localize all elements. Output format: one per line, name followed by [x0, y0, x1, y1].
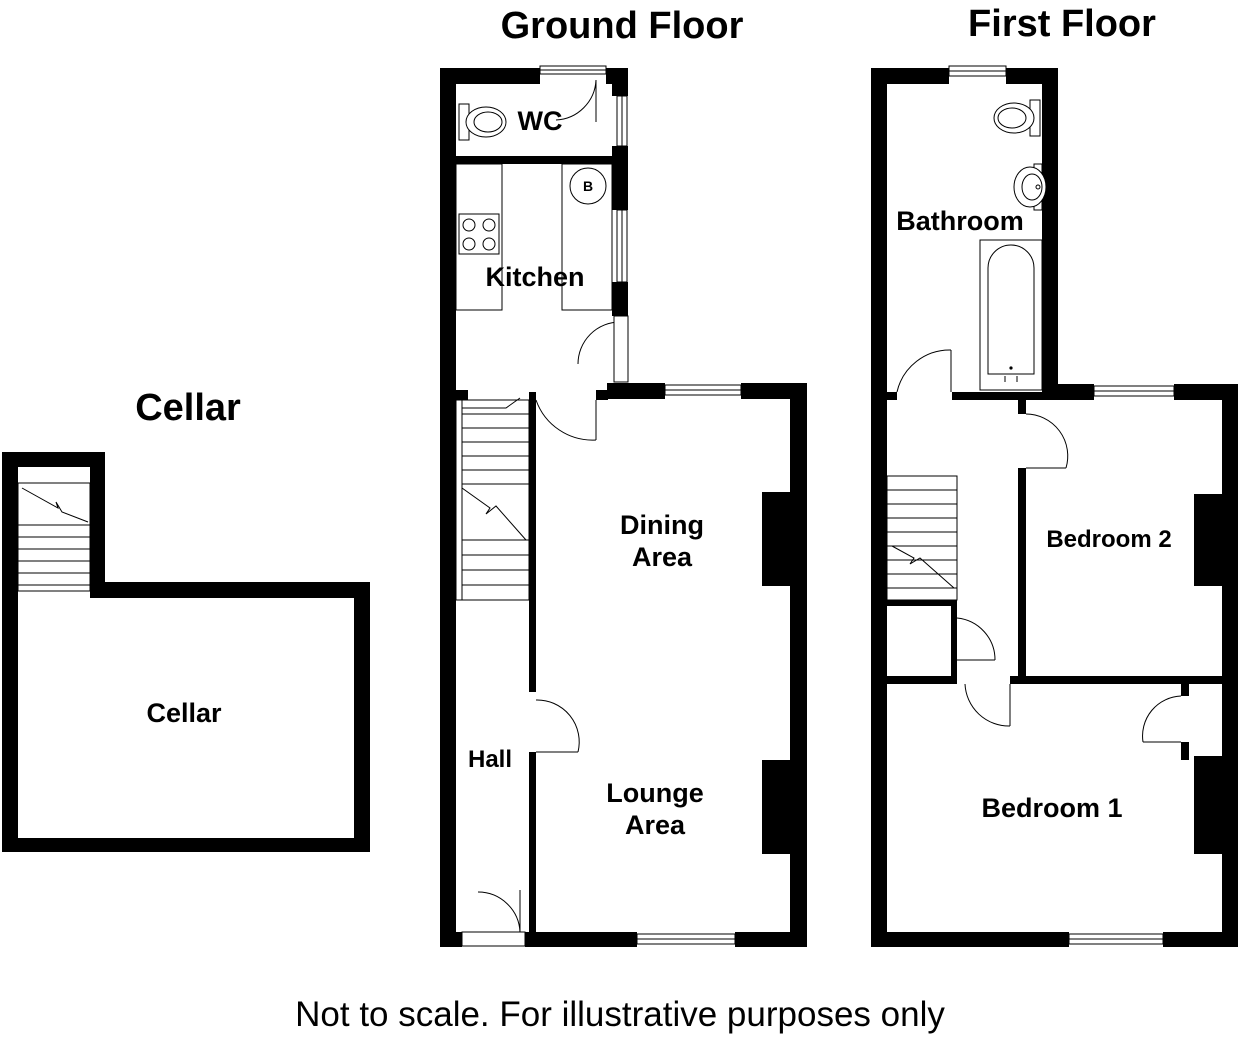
chimney-breast-lounge: [762, 760, 792, 854]
kitchen-label: Kitchen: [485, 262, 584, 292]
cellar-plan: Cellar: [2, 452, 370, 852]
gf-wall-east: [790, 383, 807, 947]
bath-icon: [979, 239, 1043, 391]
dining-label-line1: Dining: [620, 510, 704, 540]
bedroom1-label: Bedroom 1: [981, 793, 1122, 823]
kitchen-worktop-left: [455, 163, 503, 311]
hob-icon: [458, 213, 500, 255]
bedroom2-label: Bedroom 2: [1046, 526, 1171, 553]
lounge-label-line1: Lounge: [606, 778, 703, 808]
hall-label: Hall: [468, 746, 512, 773]
bathroom-toilet-icon: [993, 99, 1041, 137]
kitchen-worktop-right: [561, 163, 613, 311]
gf-wall-west: [440, 68, 456, 947]
dining-label-line2: Area: [632, 542, 693, 572]
ground-floor-title: Ground Floor: [501, 5, 744, 47]
basin-icon: [1013, 163, 1047, 211]
cellar-walls: [2, 452, 370, 852]
ff-wall-east: [1222, 384, 1238, 947]
disclaimer-text: Not to scale. For illustrative purposes …: [295, 995, 945, 1034]
boiler-icon: [569, 167, 607, 205]
cellar-title: Cellar: [135, 387, 241, 429]
ff-wall-bathroom-east: [1042, 68, 1058, 400]
wc-toilet-icon: [458, 103, 507, 141]
first-floor-plan: Bathroom Bedroom 2 Bedroom 1: [871, 65, 1238, 947]
ff-wall-west: [871, 68, 887, 947]
boiler-label: B: [583, 178, 593, 194]
first-floor-title: First Floor: [968, 3, 1156, 45]
chimney-breast-bedroom2: [1194, 494, 1224, 586]
ground-floor-stairs: [455, 397, 530, 601]
cellar-room-label: Cellar: [146, 698, 222, 728]
cellar-stairs: [17, 482, 91, 592]
first-floor-stairs: [886, 475, 958, 601]
chimney-breast-bedroom1: [1194, 756, 1224, 854]
gf-wall-north-left: [440, 68, 540, 84]
bathroom-label: Bathroom: [896, 206, 1024, 236]
wc-kitchen-wall: [456, 156, 612, 164]
lounge-label-line2: Area: [625, 810, 686, 840]
ground-floor-plan: WC B Kitchen: [440, 65, 807, 947]
chimney-breast-dining: [762, 492, 792, 586]
wc-label: WC: [518, 106, 563, 136]
